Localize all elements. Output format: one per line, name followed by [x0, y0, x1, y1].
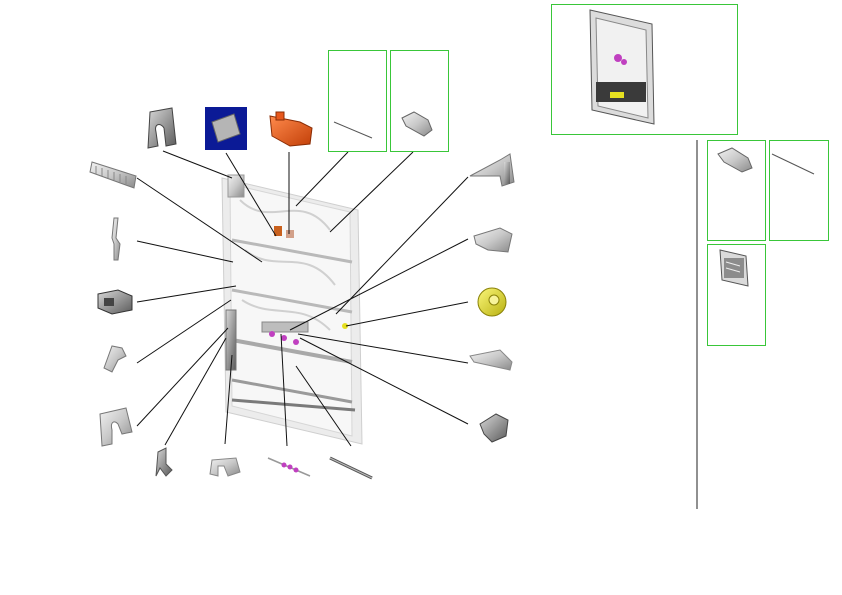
pink-bead-rod-part	[267, 457, 311, 477]
wire-spring-part	[111, 217, 121, 261]
orange-actuator-part	[269, 111, 313, 147]
flat-guide-part	[469, 349, 513, 371]
detail-sub-assembly	[707, 244, 766, 346]
cam-block-part	[479, 413, 509, 443]
spring-clip-part	[155, 447, 173, 477]
wire-comb-part	[89, 161, 137, 189]
main-assembly	[221, 174, 363, 445]
leader-lines	[136, 150, 469, 447]
detail-latch-lever	[707, 140, 766, 241]
angle-bracket-part	[469, 153, 515, 187]
c-clamp-part	[147, 107, 177, 149]
yellow-gear-part	[477, 287, 507, 317]
detail-thin-rod	[769, 140, 829, 241]
hook-lever-part	[103, 345, 127, 373]
u-clip-part	[209, 457, 241, 477]
gray-pad-part	[205, 107, 247, 150]
overview-assembly	[551, 4, 738, 135]
connector-housing-part	[97, 289, 133, 315]
callout-latch-lever	[390, 50, 449, 152]
cradle-bracket-part	[473, 227, 513, 253]
c-bracket-part	[99, 407, 133, 447]
long-screw-rod-part	[329, 456, 373, 480]
callout-thin-rod	[328, 50, 387, 152]
